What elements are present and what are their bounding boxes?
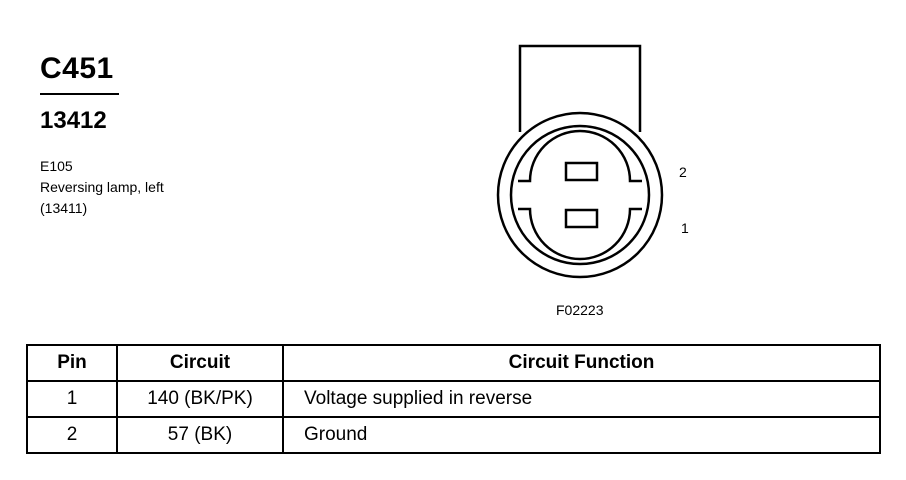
header-pin: Pin [26, 344, 118, 382]
cell-circuit-function: Voltage supplied in reverse [282, 380, 881, 418]
figure-code: F02223 [556, 302, 604, 318]
component-description: Reversing lamp, left [40, 179, 164, 195]
connector-outer-ring [496, 111, 664, 279]
terminal-pin-2 [564, 161, 599, 182]
connector-key-lower [518, 207, 642, 261]
cell-circuit: 140 (BK/PK) [116, 380, 284, 418]
connector-key-upper [518, 129, 642, 183]
location-code: E105 [40, 158, 73, 174]
table-header-row: Pin Circuit Circuit Function [26, 344, 881, 382]
table-row: 2 57 (BK) Ground [26, 416, 881, 454]
cell-circuit: 57 (BK) [116, 416, 284, 454]
part-number: 13412 [40, 107, 107, 134]
connector-inner-ring [509, 124, 651, 266]
cell-pin: 1 [26, 380, 118, 418]
cell-pin: 2 [26, 416, 118, 454]
connector-info: E105 Reversing lamp, left (13411) [40, 156, 164, 219]
table-row: 1 140 (BK/PK) Voltage supplied in revers… [26, 380, 881, 418]
pinout-table: Pin Circuit Circuit Function 1 140 (BK/P… [26, 344, 881, 454]
header-circuit: Circuit [116, 344, 284, 382]
header-circuit-function: Circuit Function [282, 344, 881, 382]
connector-face-diagram [496, 44, 664, 279]
connector-housing [518, 44, 642, 132]
connector-id: C451 [40, 52, 114, 85]
pin-label-2: 2 [679, 164, 687, 180]
pin-label-1: 1 [681, 220, 689, 236]
component-reference: (13411) [40, 200, 88, 216]
terminal-pin-1 [564, 208, 599, 229]
title-divider [40, 93, 119, 95]
cell-circuit-function: Ground [282, 416, 881, 454]
